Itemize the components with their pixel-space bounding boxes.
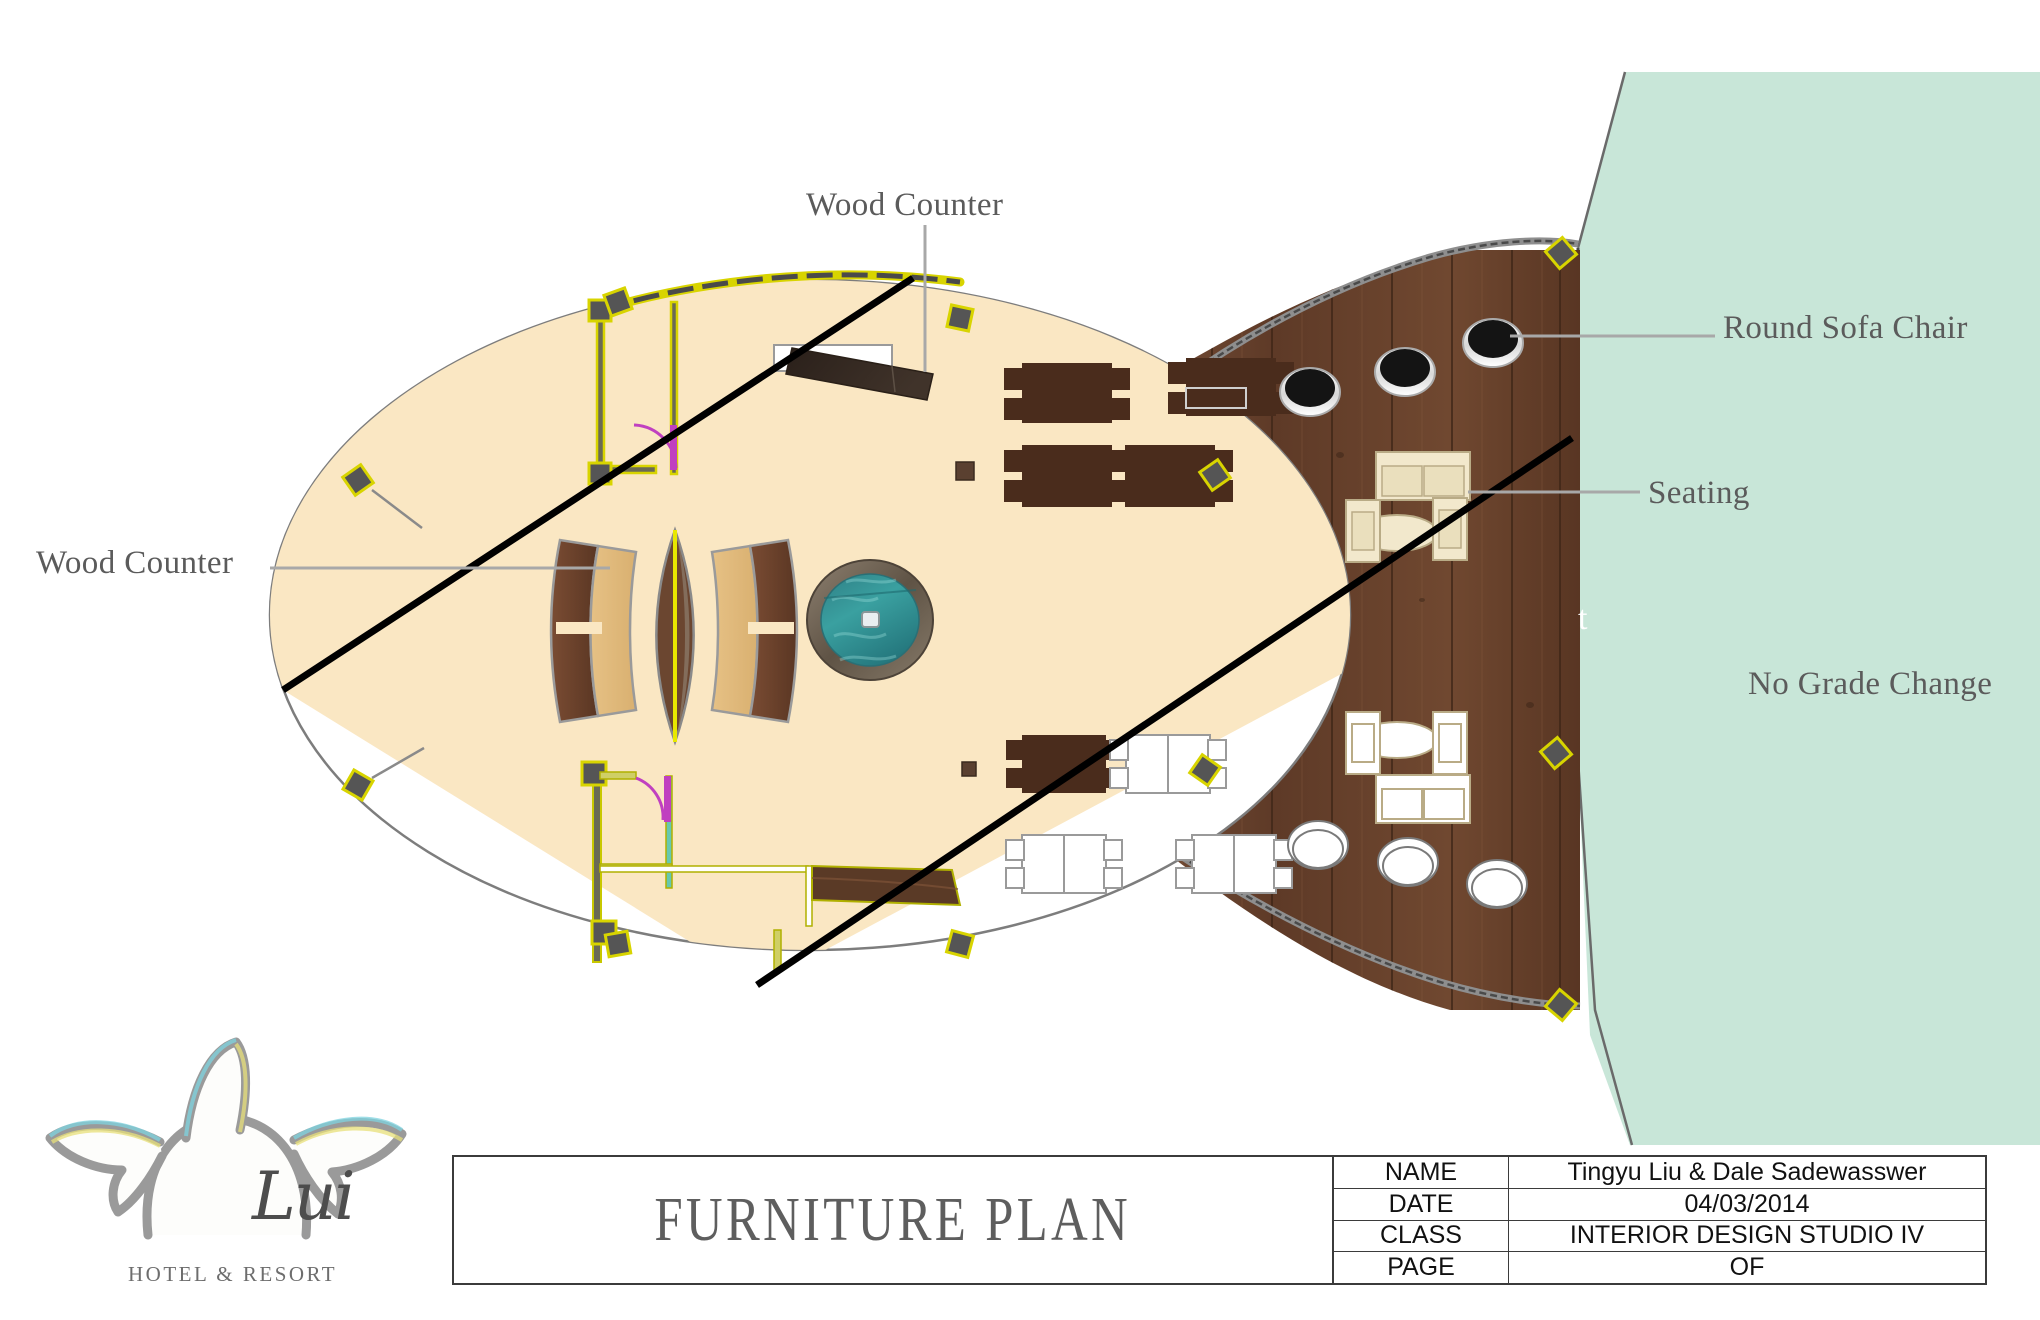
seating-group-ghost [1345,711,1471,824]
dining-table [1168,358,1294,416]
wall-lower-left [580,760,813,971]
dining-table-group-shaded [955,358,1294,793]
title-block-key-date: DATE [1334,1188,1509,1220]
dining-table [1006,735,1122,793]
annotation-wood-counter-left: Wood Counter [36,545,234,581]
title-block-table: NAME Tingyu Liu & Dale Sadewasswer DATE … [1334,1157,1985,1283]
logo-tagline: HOTEL & RESORT [128,1262,338,1286]
grass-region [1576,71,2040,1146]
title-block-value-page: OF [1729,1253,1765,1282]
round-sofa-chair-ghost [1466,859,1528,909]
drawing-title: FURNITURE PLAN [654,1185,1132,1254]
armchair-ghost [1432,711,1468,775]
title-block-row-class: CLASS INTERIOR DESIGN STUDIO IV [1334,1220,1985,1253]
curved-bar-counter-right [710,538,799,724]
turtle-logo-icon [45,1037,407,1240]
armchair [1345,499,1381,563]
title-block-key-class: CLASS [1334,1220,1509,1252]
armchair-ghost [1345,711,1381,775]
dining-table-ghost [1175,834,1293,894]
curved-bar-counter-left [549,538,638,724]
dining-table [1004,445,1112,507]
round-sofa-chair-group [1279,318,1524,417]
clipped-text-artifact: t [1578,600,1588,637]
dining-table [1107,445,1233,507]
drawing-title-cell: FURNITURE PLAN [454,1157,1334,1283]
title-block-value-name: Tingyu Liu & Dale Sadewasswer [1567,1157,1927,1186]
logo-script-name: Lui [252,1158,355,1235]
dining-table-ghost [1005,834,1123,894]
sofa-ghost [1375,774,1471,824]
sofa [1375,451,1471,501]
title-block-row-name: NAME Tingyu Liu & Dale Sadewasswer [1334,1157,1985,1189]
title-block-row-page: PAGE OF [1334,1252,1985,1283]
title-block-row-date: DATE 04/03/2014 [1334,1188,1985,1221]
title-block: FURNITURE PLAN NAME Tingyu Liu & Dale Sa… [452,1155,1987,1285]
dining-table-ghost [1109,734,1227,794]
annotation-leaders [270,225,1715,570]
round-sofa-chair-ghost [1287,820,1349,870]
round-sofa-chair [1462,318,1524,368]
title-block-key-name: NAME [1334,1157,1509,1188]
title-block-key-page: PAGE [1334,1252,1509,1283]
round-sofa-chair [1279,367,1341,417]
column-markers [340,235,1579,1023]
title-block-value-date: 04/03/2014 [1684,1189,1810,1218]
annotation-no-grade-change: No Grade Change [1748,666,1993,702]
annotation-wood-counter-top: Wood Counter [806,187,1004,223]
dining-table-group-ghost [1005,734,1293,894]
round-sofa-chair [1374,347,1436,397]
annotation-seating: Seating [1648,475,1750,511]
brand-logo: Lui HOTEL & RESORT [40,1030,410,1300]
annotation-round-sofa-chair: Round Sofa Chair [1723,310,1968,346]
round-sofa-chair-ghost [1377,837,1439,887]
round-sofa-chair-ghost-group [1287,820,1528,909]
water-feature [806,559,934,681]
section-cut-line [281,275,1574,988]
lens-counter-center [655,526,695,746]
dining-table [1004,363,1130,423]
title-block-value-class: INTERIOR DESIGN STUDIO IV [1569,1221,1925,1250]
